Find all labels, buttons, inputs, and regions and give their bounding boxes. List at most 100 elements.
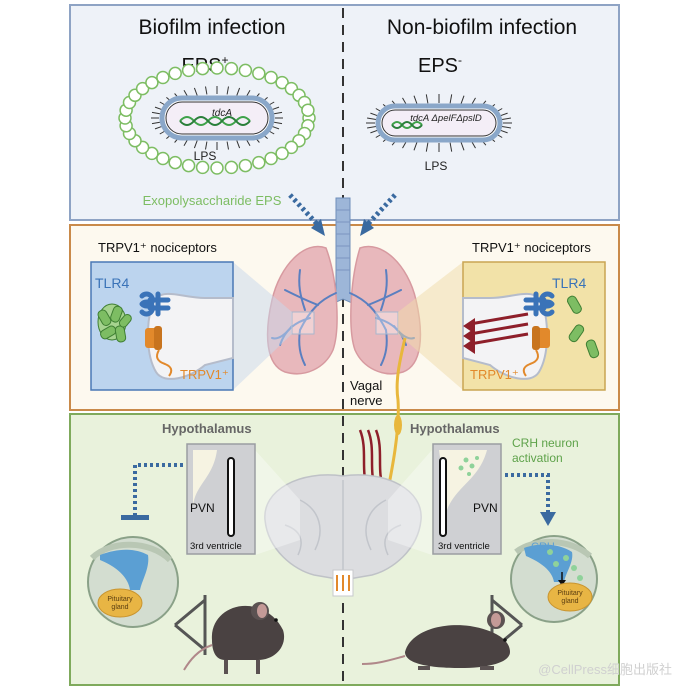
hypothalamus-section-left: PVN 3rd ventricle bbox=[186, 443, 256, 555]
eps-bead bbox=[252, 66, 266, 81]
crh-label: CRH bbox=[531, 541, 555, 553]
lps-spike bbox=[151, 111, 160, 115]
eps-bead bbox=[181, 158, 196, 173]
inhibition-bar bbox=[121, 515, 149, 520]
nociceptors-title-right: TRPV1⁺ nociceptors bbox=[472, 240, 591, 255]
infection-arrows bbox=[288, 193, 397, 227]
lps-spike bbox=[236, 87, 241, 96]
activation-arrows bbox=[469, 312, 529, 346]
hypothalamus-label-left: Hypothalamus bbox=[162, 421, 252, 436]
tlr4-label-right: TLR4 bbox=[552, 275, 586, 291]
eps-bead bbox=[301, 103, 315, 117]
tlr4-receptor-left bbox=[139, 291, 171, 317]
lps-spike bbox=[425, 142, 429, 152]
arrow-head-right bbox=[360, 219, 374, 236]
watermark: @CellPress细胞出版社 bbox=[538, 662, 672, 677]
eps-bead bbox=[284, 140, 299, 155]
nodose-ganglion bbox=[394, 415, 402, 435]
zoom-rays-brain-right bbox=[388, 450, 432, 555]
left-title: Biofilm infection bbox=[138, 16, 285, 39]
ventricle-label-left: 3rd ventricle bbox=[190, 541, 242, 552]
nociceptor-box-left: TLR4 TRPV1⁺ bbox=[90, 261, 234, 391]
hypothalamus-label-right: Hypothalamus bbox=[410, 421, 500, 436]
eps-bead bbox=[145, 75, 159, 90]
eps-bead bbox=[195, 61, 210, 76]
gene-label-right: tdcA ΔpelFΔpslD bbox=[410, 113, 482, 124]
eps-bead bbox=[168, 155, 182, 170]
biofilm-cluster bbox=[97, 303, 132, 343]
zoom-rays-left bbox=[233, 262, 292, 390]
activation-arrow bbox=[540, 512, 556, 526]
trpv1-label-left: TRPV1⁺ bbox=[180, 367, 229, 382]
zoom-rays-brain-left bbox=[255, 450, 300, 555]
tlr4-receptor-right bbox=[523, 291, 555, 317]
lps-spike bbox=[226, 141, 229, 150]
lps-spike bbox=[367, 117, 377, 120]
lps-spike bbox=[460, 95, 465, 105]
eps-bead bbox=[181, 63, 196, 78]
eps-bead bbox=[252, 155, 266, 170]
lps-label-right: LPS bbox=[425, 159, 448, 173]
lps-spike bbox=[449, 142, 453, 152]
lps-spike bbox=[236, 140, 241, 149]
ventricle-left bbox=[227, 457, 235, 537]
lps-spike bbox=[193, 87, 198, 96]
zoom-rays-right bbox=[398, 262, 463, 390]
activation-line bbox=[505, 473, 550, 512]
eps-positive-bacterium: tdcA bbox=[118, 61, 316, 175]
eps-negative-label: EPS- bbox=[418, 53, 462, 77]
brain-illustration bbox=[264, 474, 422, 597]
tlr4-label-left: TLR4 bbox=[95, 275, 129, 291]
dna-helix-left bbox=[179, 116, 251, 126]
lps-spike bbox=[449, 94, 453, 104]
eps-bead bbox=[275, 146, 289, 161]
bronchus bbox=[298, 269, 306, 311]
pvn-label-right: PVN bbox=[473, 501, 498, 515]
bronchus bbox=[349, 292, 387, 331]
eps-bead bbox=[238, 63, 253, 78]
hypothalamus-section-right: PVN 3rd ventricle bbox=[432, 443, 502, 555]
inhibition-line bbox=[133, 463, 183, 515]
eps-negative-bacterium: tdcA ΔpelFΔpslD bbox=[366, 94, 512, 152]
lps-spike bbox=[367, 126, 377, 129]
eps-bead bbox=[264, 70, 278, 85]
mouse-lethargic bbox=[361, 611, 510, 670]
lps-spike bbox=[151, 121, 160, 125]
trpv1-channel-right bbox=[522, 326, 550, 377]
eps-caption: Exopolysaccharide EPS bbox=[143, 193, 282, 208]
lps-label-left: LPS bbox=[194, 149, 217, 163]
lps-spike bbox=[226, 86, 229, 95]
bracket-left bbox=[174, 595, 207, 655]
dna-helix-right bbox=[391, 121, 423, 129]
zoom-box-right bbox=[375, 311, 399, 335]
nociceptors-title-left: TRPV1⁺ nociceptors bbox=[98, 240, 217, 255]
right-title: Non-biofilm infection bbox=[387, 16, 577, 39]
eps-bead bbox=[275, 75, 289, 90]
nociceptor-box-right: TLR4 TRPV1⁺ bbox=[462, 261, 606, 391]
eps-bead bbox=[264, 151, 278, 166]
bronchus bbox=[380, 269, 388, 311]
lps-spike bbox=[425, 94, 429, 104]
lps-spike bbox=[193, 140, 198, 149]
left-lung bbox=[266, 245, 338, 375]
bronchus bbox=[299, 292, 337, 331]
eps-bead-ring bbox=[118, 61, 316, 175]
eps-bead bbox=[210, 61, 224, 75]
lps-spike bbox=[460, 141, 465, 151]
trpv1-label-right: TRPV1⁺ bbox=[470, 367, 519, 382]
lps-spike bbox=[205, 86, 208, 95]
lps-spike bbox=[413, 95, 418, 105]
eps-bead bbox=[168, 66, 182, 81]
ventricle-label-right: 3rd ventricle bbox=[438, 541, 490, 552]
eps-bead bbox=[210, 161, 224, 175]
eps-bead bbox=[224, 160, 239, 175]
crh-activation-dots bbox=[458, 456, 479, 476]
eps-bead bbox=[224, 61, 239, 76]
trpv1-channel-left bbox=[145, 326, 173, 377]
